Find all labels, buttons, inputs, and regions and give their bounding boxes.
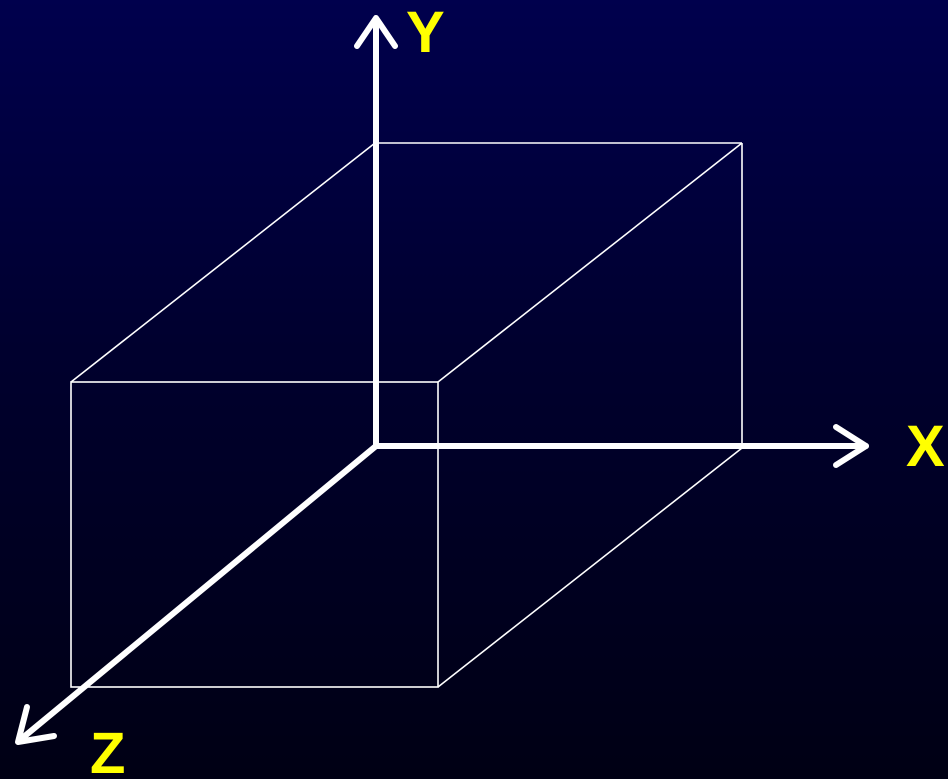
box-front-face <box>70 381 439 688</box>
z-axis-arrowhead <box>15 704 57 745</box>
y-axis-label: Y <box>406 0 445 65</box>
box-edge-top-left-depth <box>70 142 376 383</box>
axes <box>15 15 869 745</box>
z-axis-line <box>17 443 379 743</box>
z-axis-label: Z <box>90 721 126 779</box>
box-edge-top-right-depth <box>437 142 743 383</box>
wireframe-box <box>70 142 743 688</box>
x-axis-label: X <box>906 414 945 479</box>
x-axis-arrowhead <box>833 424 869 468</box>
y-axis-arrowhead <box>354 15 398 49</box>
box-edge-bottom-right-depth <box>437 447 743 688</box>
